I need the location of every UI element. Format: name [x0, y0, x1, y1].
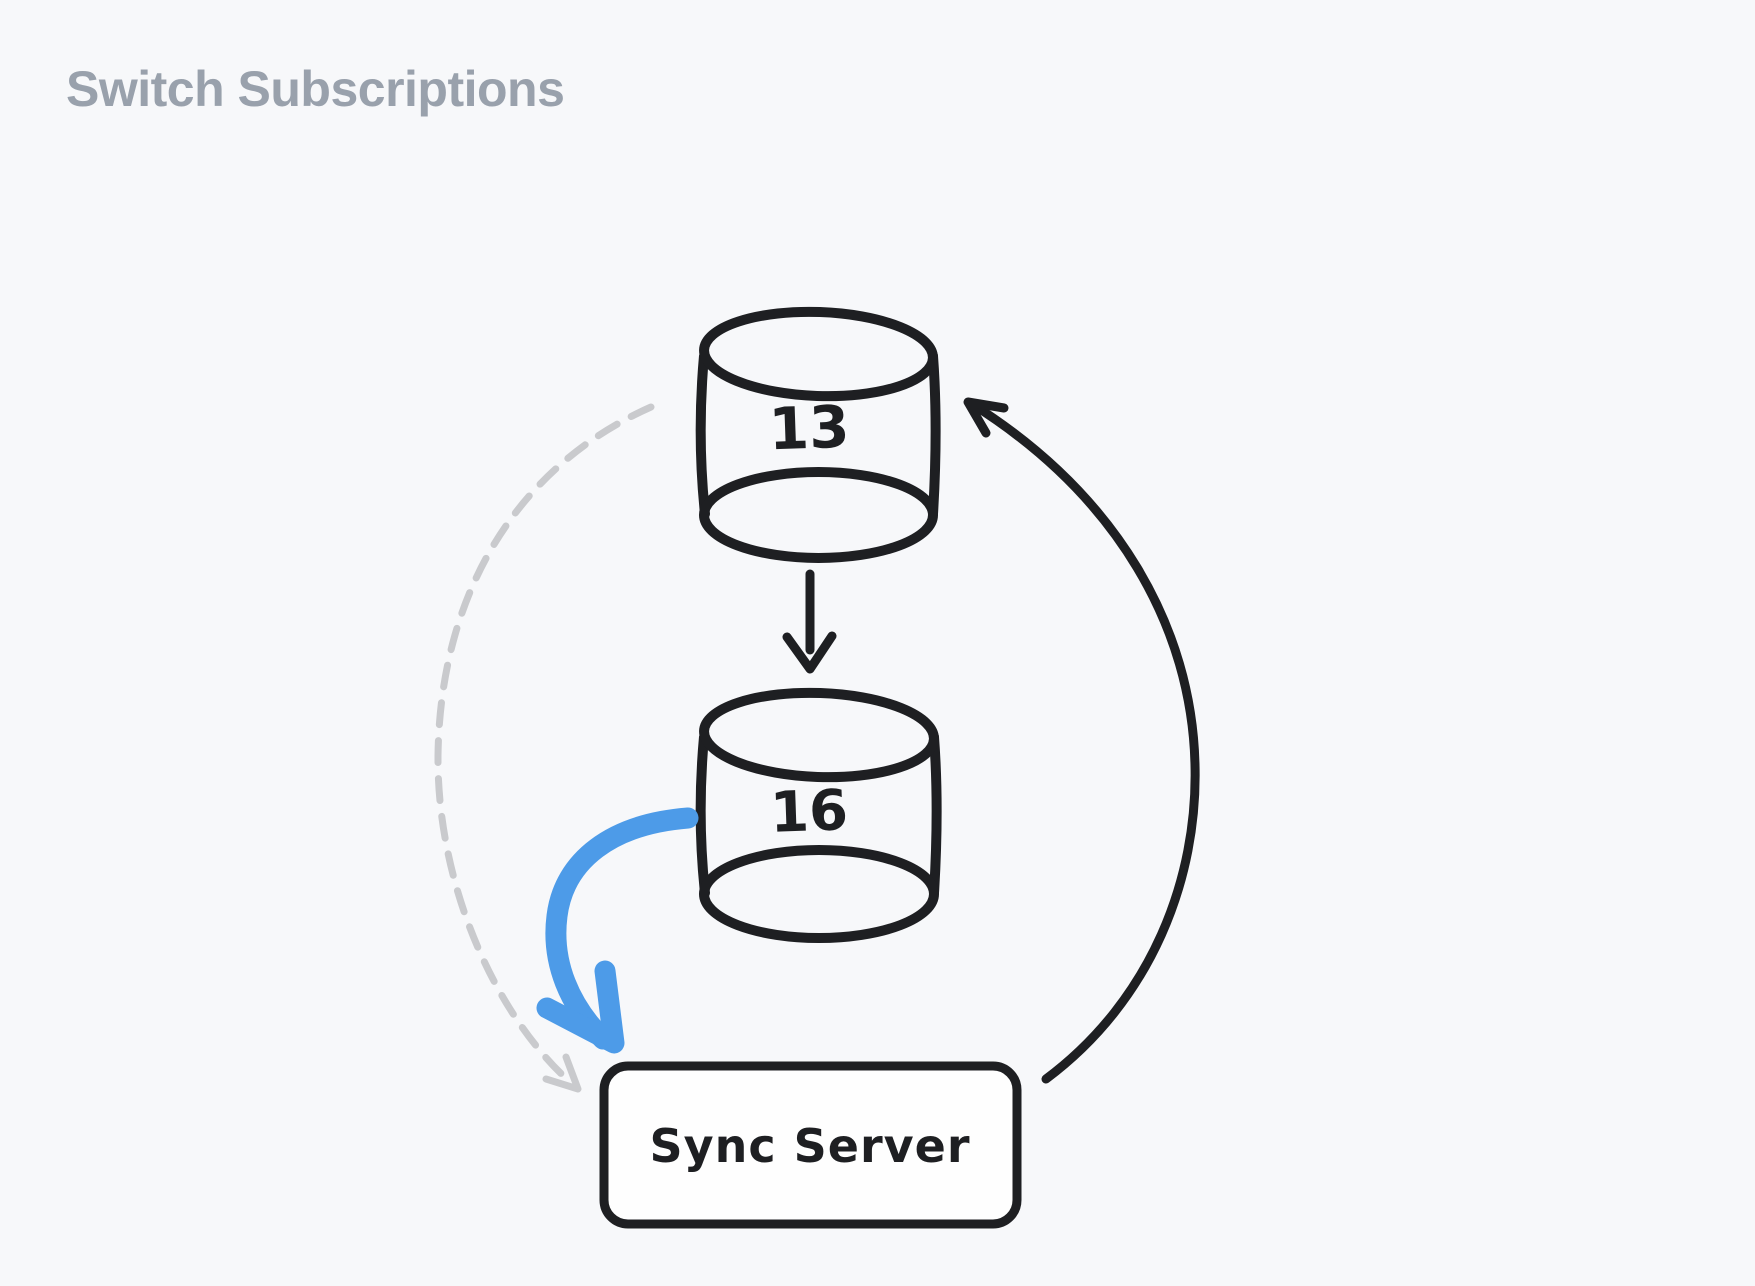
page-title: Switch Subscriptions	[66, 61, 565, 117]
database-cylinder-16-icon	[695, 687, 942, 943]
sync-server-box	[599, 1061, 1022, 1229]
edge-db16-to-sync-server-blue	[536, 807, 699, 1054]
black-arrowhead-icon	[963, 397, 1009, 438]
db16-label: 16	[768, 778, 850, 846]
database-cylinder-13-icon	[695, 306, 941, 563]
db13-label: 13	[767, 392, 851, 464]
edge-db13-to-sync-server-dashed	[434, 403, 655, 1093]
edge-sync-server-to-db13	[963, 397, 1200, 1084]
edge-db13-to-db16	[782, 569, 837, 674]
dashed-arrowhead-icon	[542, 1053, 582, 1093]
down-arrowhead-icon	[782, 631, 837, 674]
sync-server-label: Sync Server	[649, 1119, 971, 1173]
blue-arrowhead-icon	[536, 960, 625, 1054]
